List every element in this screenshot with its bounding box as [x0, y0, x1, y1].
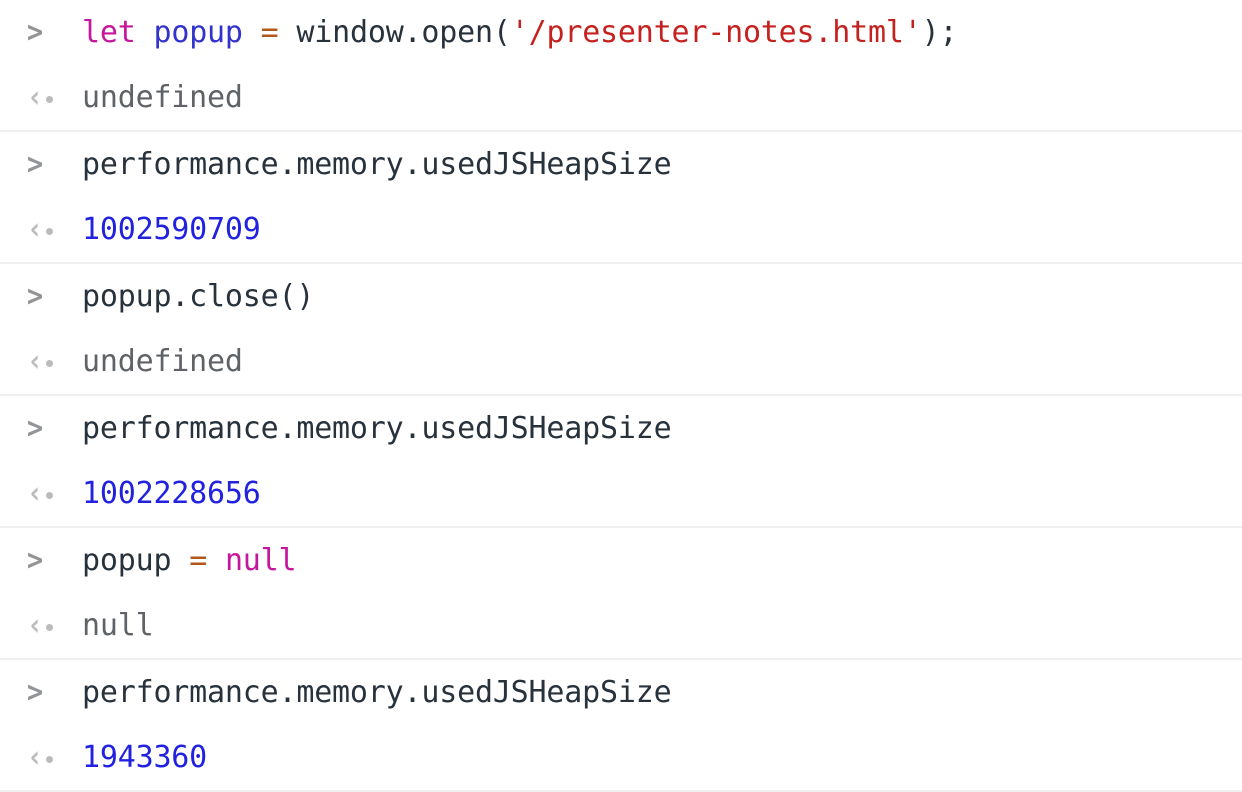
code-token-plain — [279, 15, 297, 50]
code-token-plain — [136, 15, 154, 50]
prompt-output-glyph: ‹ — [26, 211, 44, 247]
console-input-row[interactable]: > performance.memory.usedJSHeapSize — [0, 396, 1242, 461]
prompt-input-glyph: > — [26, 14, 44, 50]
prompt-output-glyph: ‹ — [26, 343, 44, 379]
chevron-right-icon: > — [0, 0, 82, 65]
console-output-value: undefined — [82, 344, 243, 379]
chevron-right-icon: > — [0, 528, 82, 593]
chevron-left-return-icon: ‹ — [0, 461, 82, 526]
chevron-left-return-icon: ‹ — [0, 593, 82, 658]
console-entry-group: > performance.memory.usedJSHeapSize ‹ 10025… — [0, 132, 1242, 264]
code-token-punct: ); — [921, 15, 958, 50]
console-entry-group: > let popup = window.open('/presenter-not… — [0, 0, 1242, 132]
console-entry-group: > popup = null ‹ null — [0, 528, 1242, 660]
prompt-output-glyph: ‹ — [26, 475, 44, 511]
console-entry-group: > performance.memory.usedJSHeapSize ‹ 19433… — [0, 660, 1242, 792]
console-output-value: 1002590709 — [82, 212, 261, 247]
code-token-operator: = — [260, 15, 279, 50]
code-token-plain — [243, 15, 261, 50]
prompt-output-dot-icon — [46, 227, 54, 235]
chevron-right-icon: > — [0, 132, 82, 197]
code-token-keyword: let — [82, 15, 136, 50]
console-input-expression[interactable]: performance.memory.usedJSHeapSize — [82, 660, 672, 725]
console-output-row[interactable]: ‹ undefined — [0, 65, 1242, 130]
prompt-input-glyph: > — [26, 542, 44, 578]
console-input-row[interactable]: > let popup = window.open('/presenter-not… — [0, 0, 1242, 65]
prompt-input-glyph: > — [26, 278, 44, 314]
code-token-plain: performance.memory.usedJSHeapSize — [82, 147, 672, 182]
code-token-string: '/presenter-notes.html' — [510, 15, 922, 50]
console-input-row[interactable]: > popup = null — [0, 528, 1242, 593]
code-token-plain: performance.memory.usedJSHeapSize — [82, 675, 672, 710]
chevron-left-return-icon: ‹ — [0, 725, 82, 790]
console-output-row[interactable]: ‹ null — [0, 593, 1242, 658]
console-input-expression[interactable]: popup = null — [82, 528, 297, 593]
prompt-output-dot-icon — [46, 359, 54, 367]
console-output-row[interactable]: ‹ 1002590709 — [0, 197, 1242, 262]
prompt-output-dot-icon — [46, 623, 54, 631]
prompt-output-dot-icon — [46, 755, 54, 763]
console-output-row[interactable]: ‹ 1943360 — [0, 725, 1242, 790]
console-entry-group: > performance.memory.usedJSHeapSize ‹ 10022… — [0, 396, 1242, 528]
chevron-right-icon: > — [0, 396, 82, 461]
prompt-input-glyph: > — [26, 410, 44, 446]
console-output-value: null — [82, 608, 154, 643]
chevron-right-icon: > — [0, 660, 82, 725]
console-output-value: 1943360 — [82, 740, 208, 775]
code-token-plain: window.open( — [296, 15, 511, 50]
console-entry-group: > popup.close() ‹ undefined — [0, 264, 1242, 396]
chevron-right-icon: > — [0, 264, 82, 329]
console-input-expression[interactable]: let popup = window.open('/presenter-note… — [82, 0, 958, 65]
chevron-left-return-icon: ‹ — [0, 197, 82, 262]
prompt-output-glyph: ‹ — [26, 607, 44, 643]
code-token-plain: popup.close() — [82, 279, 315, 314]
console-input-expression[interactable]: performance.memory.usedJSHeapSize — [82, 132, 672, 197]
code-token-plain — [171, 543, 189, 578]
console-input-row[interactable]: > performance.memory.usedJSHeapSize — [0, 660, 1242, 725]
console-output-value: 1002228656 — [82, 476, 261, 511]
code-token-plain: performance.memory.usedJSHeapSize — [82, 411, 672, 446]
code-token-variable: popup — [153, 15, 243, 50]
code-token-keyword: null — [224, 543, 297, 578]
code-token-plain: popup — [82, 543, 172, 578]
console-output-value: undefined — [82, 80, 243, 115]
prompt-input-glyph: > — [26, 674, 44, 710]
console-input-expression[interactable]: performance.memory.usedJSHeapSize — [82, 396, 672, 461]
prompt-output-glyph: ‹ — [26, 79, 44, 115]
prompt-output-dot-icon — [46, 491, 54, 499]
chevron-left-return-icon: ‹ — [0, 329, 82, 394]
prompt-output-glyph: ‹ — [26, 739, 44, 775]
console-output-row[interactable]: ‹ 1002228656 — [0, 461, 1242, 526]
prompt-output-dot-icon — [46, 95, 54, 103]
code-token-operator: = — [189, 543, 208, 578]
chevron-left-return-icon: ‹ — [0, 65, 82, 130]
prompt-input-glyph: > — [26, 146, 44, 182]
console-input-expression[interactable]: popup.close() — [82, 264, 314, 329]
console-input-row[interactable]: > performance.memory.usedJSHeapSize — [0, 132, 1242, 197]
code-token-plain — [207, 543, 225, 578]
console-output-row[interactable]: ‹ undefined — [0, 329, 1242, 394]
console-input-row[interactable]: > popup.close() — [0, 264, 1242, 329]
